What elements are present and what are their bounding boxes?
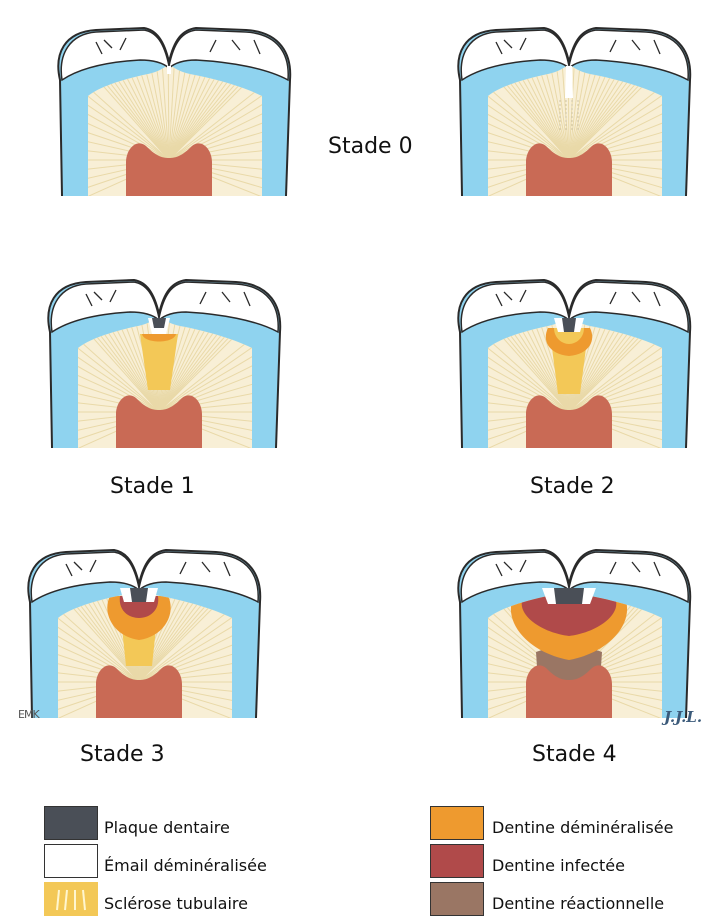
fissure — [167, 66, 171, 74]
legend-label-plaque: Plaque dentaire — [104, 818, 230, 837]
tooth-stade-0-initial — [440, 10, 708, 200]
legend-label-dentine-reac: Dentine réactionnelle — [492, 894, 664, 913]
artist-initials: EMK — [18, 708, 39, 721]
legend-swatch-dentine-demin — [430, 806, 484, 840]
tooth-stade-4 — [440, 532, 708, 722]
legend-label-dentine-inf: Dentine infectée — [492, 856, 625, 875]
tooth-stade-3 — [10, 532, 278, 722]
stage-label-0: Stade 0 — [328, 134, 413, 159]
legend-label-dentine-demin: Dentine déminéralisée — [492, 818, 673, 837]
tooth-stade-2 — [440, 262, 708, 452]
legend-label-email: Émail déminéralisée — [104, 856, 267, 875]
stage-label-4: Stade 4 — [532, 742, 617, 767]
legend-swatch-dentine-reac — [430, 882, 484, 916]
stage-label-1: Stade 1 — [110, 474, 195, 499]
legend-swatch-dentine-inf — [430, 844, 484, 878]
stage-label-2: Stade 2 — [530, 474, 615, 499]
legend-swatch-plaque — [44, 806, 98, 840]
legend-swatch-email — [44, 844, 98, 878]
legend-label-sclerose: Sclérose tubulaire — [104, 894, 248, 913]
tooth-stade-1 — [30, 262, 298, 452]
plaque — [152, 318, 166, 328]
legend-swatch-sclerose — [44, 882, 98, 916]
tooth-stade-0-intact — [40, 10, 308, 200]
sclerosis-stripes-icon — [45, 883, 99, 917]
plaque — [130, 588, 148, 602]
artist-signature: J.J.L. — [664, 708, 702, 726]
demineralized-enamel — [565, 66, 573, 98]
plaque — [562, 318, 576, 332]
plaque — [554, 588, 584, 604]
stage-label-3: Stade 3 — [80, 742, 165, 767]
